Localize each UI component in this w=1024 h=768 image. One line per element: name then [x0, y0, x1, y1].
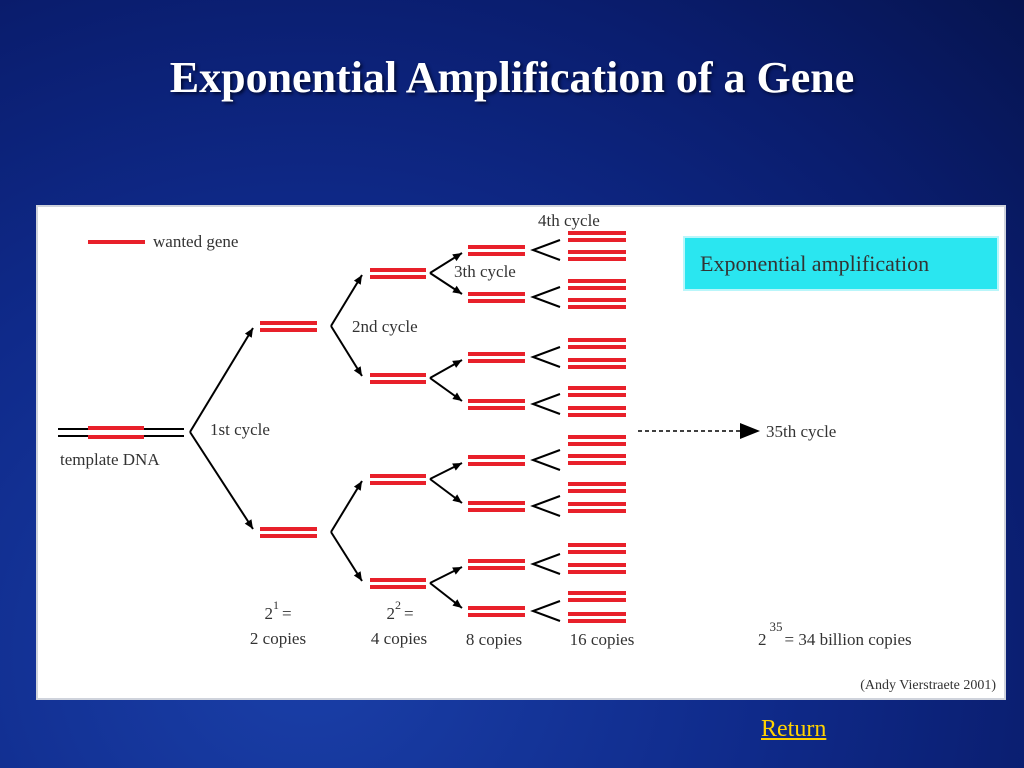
gene-copy-c2-3	[370, 474, 426, 485]
count-c2-formula: 22=	[386, 598, 413, 623]
return-link[interactable]: Return	[761, 716, 827, 742]
chevron-c4-2	[530, 286, 561, 308]
arrow-c3-8	[429, 582, 463, 609]
gene-copy-c4-14	[568, 563, 626, 574]
arrow-c3-1	[429, 252, 463, 274]
gene-copy-c1-1	[260, 321, 317, 332]
gene-copy-c2-1	[370, 268, 426, 279]
gene-copy-c4-9	[568, 435, 626, 446]
gene-copy-c3-4	[468, 399, 525, 410]
count-c3-copies: 8 copies	[466, 630, 522, 649]
amplification-tree	[189, 239, 561, 622]
template-dna-label: template DNA	[60, 450, 160, 469]
gene-copy-c3-6	[468, 501, 525, 512]
legend: wanted gene	[88, 232, 238, 251]
template-dna: template DNA	[58, 426, 184, 469]
count-c4-copies: 16 copies	[570, 630, 635, 649]
gene-copy-c4-2	[568, 250, 626, 261]
gene-copy-c3-3	[468, 352, 525, 363]
gene-copy-c4-15	[568, 591, 626, 602]
count-final: 235= 34 billion copies	[758, 619, 912, 649]
arrow-c3-5	[429, 462, 463, 480]
gene-copies	[260, 231, 626, 623]
cycle-label-35: 35th cycle	[766, 422, 836, 441]
gene-copy-c4-6	[568, 358, 626, 369]
pcr-diagram: wanted gene template DNA 1st cycle 2nd c…	[36, 205, 1006, 700]
legend-label: wanted gene	[153, 232, 238, 251]
exponential-banner: Exponential amplification	[683, 236, 999, 291]
count-c1-copies: 2 copies	[250, 629, 306, 648]
chevron-c4-1	[530, 239, 561, 261]
arrow-c3-3	[429, 359, 463, 379]
gene-copy-c3-2	[468, 292, 525, 303]
gene-copy-c1-2	[260, 527, 317, 538]
arrow-c3-2	[429, 272, 463, 295]
gene-copy-c4-7	[568, 386, 626, 397]
gene-copy-c3-1	[468, 245, 525, 256]
gene-copy-c4-11	[568, 482, 626, 493]
gene-copy-c4-8	[568, 406, 626, 417]
banner-label: Exponential amplification	[700, 251, 929, 276]
gene-copy-c4-5	[568, 338, 626, 349]
arrow-c1-up	[189, 327, 254, 433]
gene-copy-c4-1	[568, 231, 626, 242]
gene-copy-c4-13	[568, 543, 626, 554]
gene-copy-c3-7	[468, 559, 525, 570]
chevron-c4-4	[530, 393, 561, 415]
gene-copy-c4-16	[568, 612, 626, 623]
gene-copy-c3-5	[468, 455, 525, 466]
cycle-label-1: 1st cycle	[210, 420, 270, 439]
gene-copy-c4-4	[568, 298, 626, 309]
gene-copy-c3-8	[468, 606, 525, 617]
chevron-c4-8	[530, 600, 561, 622]
arrow-c3-4	[429, 377, 463, 402]
cycle-label-4: 4th cycle	[538, 211, 600, 230]
arrow-c3-7	[429, 566, 463, 584]
count-c2-copies: 4 copies	[371, 629, 427, 648]
cycle-label-2: 2nd cycle	[352, 317, 418, 336]
copy-counts: 21= 2 copies 22= 4 copies 8 copies 16 co…	[250, 598, 634, 649]
count-c1-formula: 21=	[264, 598, 291, 623]
credit: (Andy Vierstraete 2001)	[860, 678, 996, 693]
chevron-c4-3	[530, 346, 561, 368]
arrow-c2-4	[330, 531, 363, 582]
arrow-c3-6	[429, 478, 463, 504]
arrow-c2-3	[330, 480, 363, 533]
arrow-c2-1	[330, 274, 363, 327]
dashed-arrow: 35th cycle	[638, 422, 836, 441]
gene-copy-c2-4	[370, 578, 426, 589]
gene-copy-c4-10	[568, 454, 626, 465]
cycle-label-3: 3th cycle	[454, 262, 516, 281]
slide-title: Exponential Amplification of a Gene	[169, 53, 855, 102]
arrow-c1-down	[189, 431, 254, 530]
chevron-c4-5	[530, 449, 561, 471]
gene-copy-c2-2	[370, 373, 426, 384]
chevron-c4-6	[530, 495, 561, 517]
arrow-c2-2	[330, 325, 363, 377]
chevron-c4-7	[530, 553, 561, 575]
gene-copy-c4-12	[568, 502, 626, 513]
legend-gene-swatch	[88, 240, 145, 244]
gene-copy-c4-3	[568, 279, 626, 290]
